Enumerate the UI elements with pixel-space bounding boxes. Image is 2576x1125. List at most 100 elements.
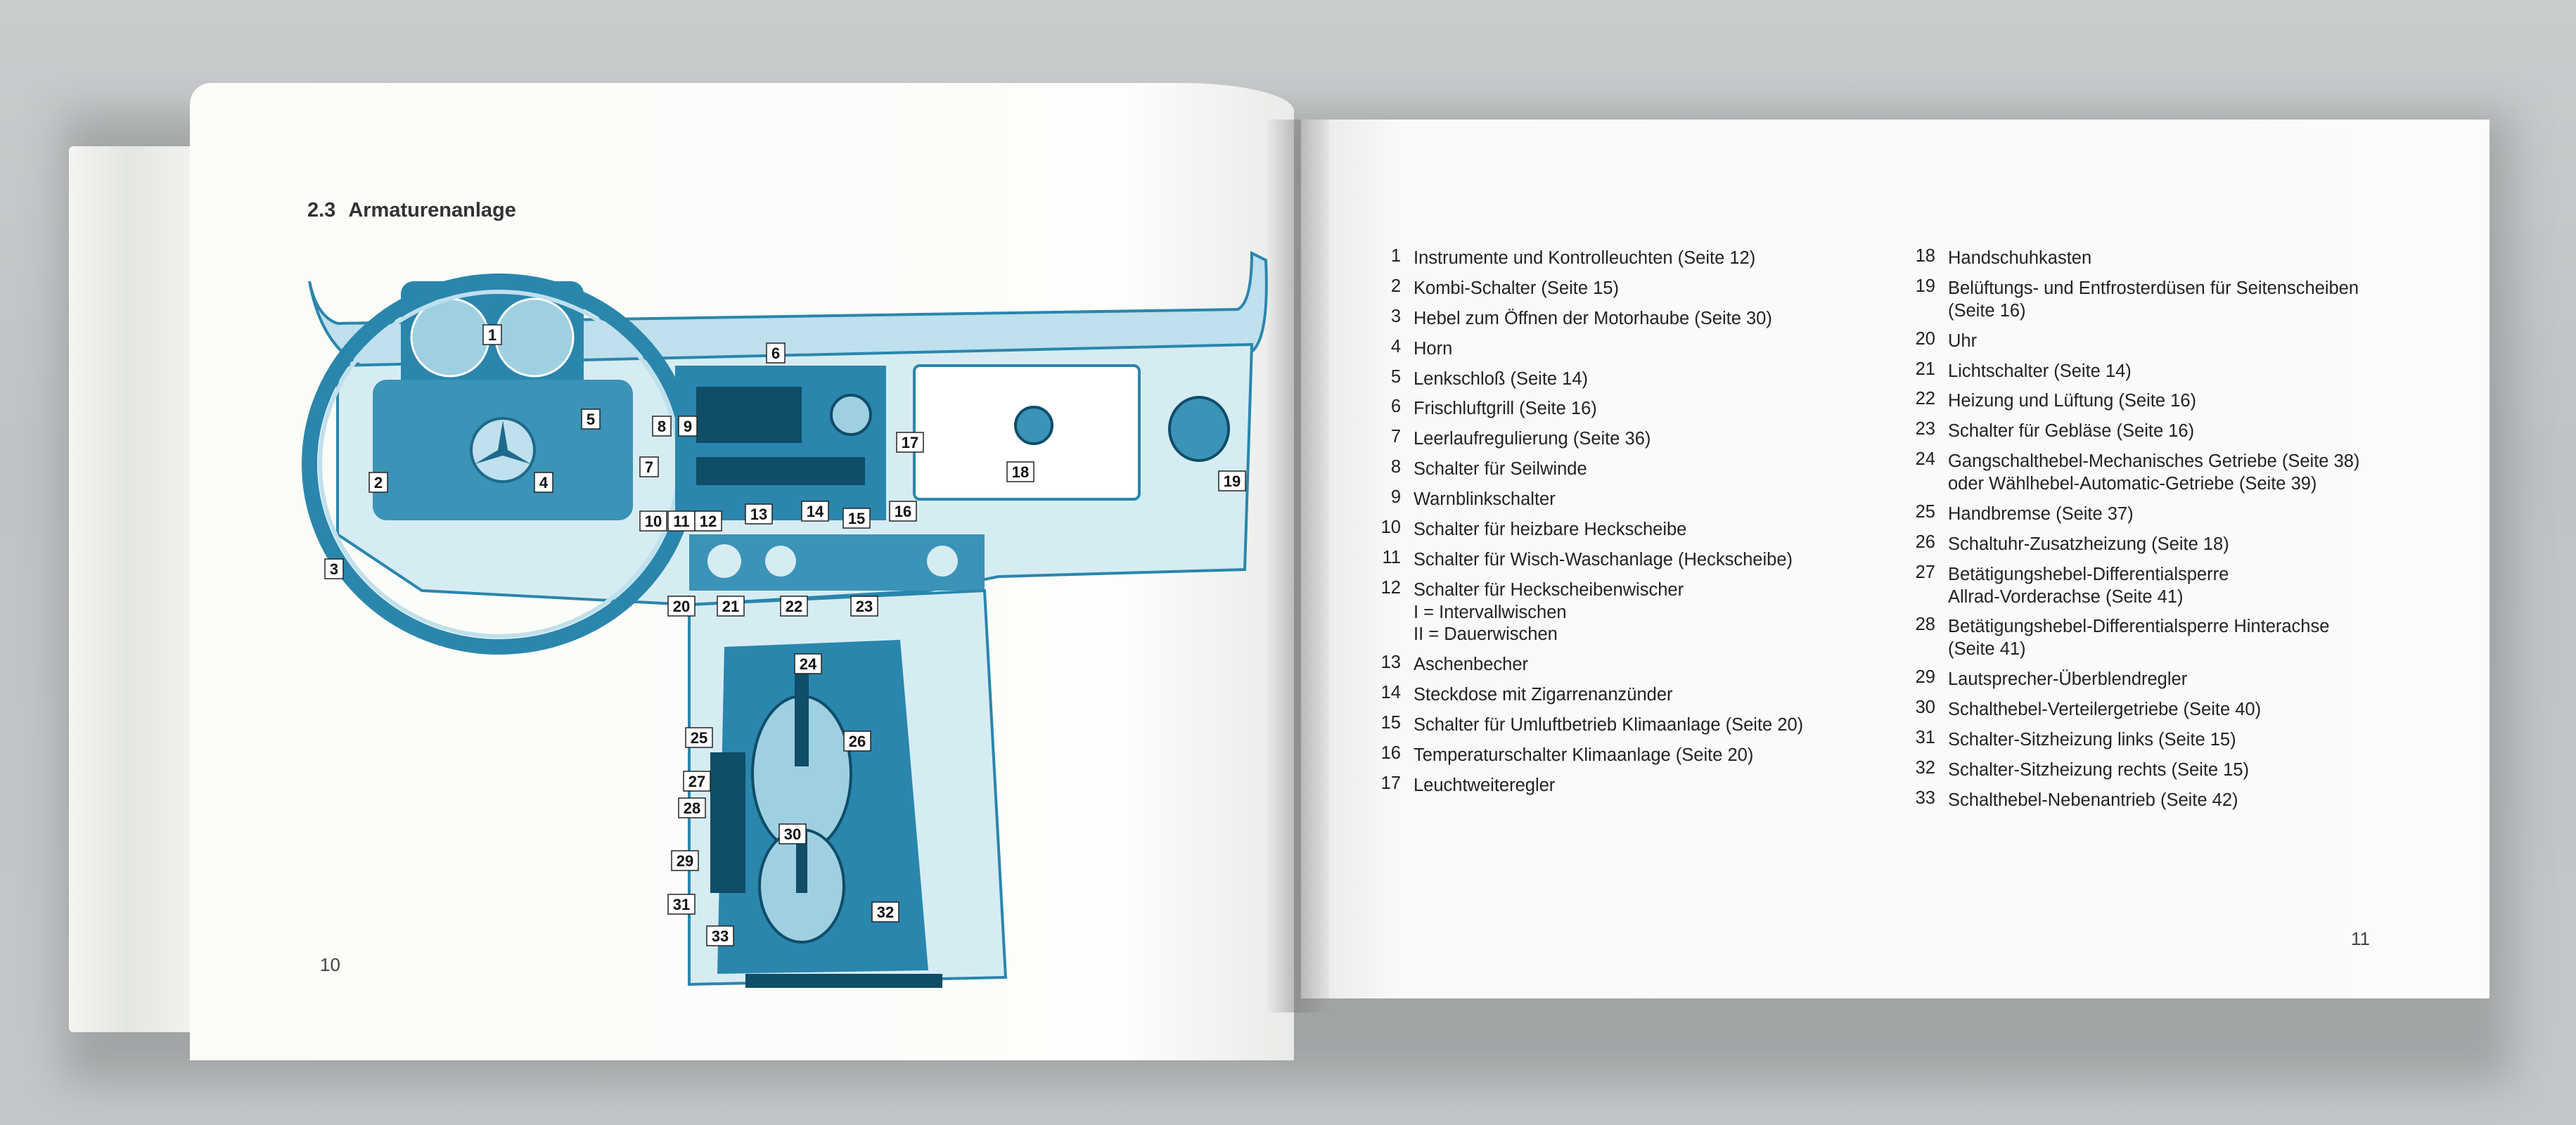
label-13: 13 xyxy=(750,506,767,523)
legend-item: 9 Warnblinkschalter xyxy=(1350,487,1885,511)
side-vent xyxy=(1168,396,1230,462)
legend-item: 7 Leerlaufregulierung (Seite 36) xyxy=(1350,428,1885,451)
label-16: 16 xyxy=(895,503,911,520)
label-19: 19 xyxy=(1224,472,1241,490)
legend-item-number: 33 xyxy=(1915,788,1935,808)
transfer-lever xyxy=(796,830,807,893)
legend-item-number: 9 xyxy=(1390,487,1401,507)
label-29: 29 xyxy=(677,852,693,870)
dashboard-illustration: 1 2 3 4 5 6 7 8 9 10 11 12 13 14 15 16 1… xyxy=(302,250,1268,988)
legend-item-text: Schalter für Gebläse (Seite 16) xyxy=(1948,421,2195,442)
legend-item-text: Schalter-Sitzheizung links (Seite 15) xyxy=(1948,729,2236,750)
glove-box-lock xyxy=(1014,406,1053,445)
legend-item-number: 29 xyxy=(1915,667,1935,688)
legend-item-text: Schalter für Seilwinde xyxy=(1414,459,1587,480)
legend-item-text: Heizung und Lüftung (Seite 16) xyxy=(1948,391,2196,411)
legend-item: 18 Handschuhkasten xyxy=(1885,246,2433,270)
legend-item-text: Schalter für Heckscheibenwischer I = Int… xyxy=(1414,579,1684,645)
legend-item: 21 Lichtschalter (Seite 14) xyxy=(1885,359,2433,383)
label-1: 1 xyxy=(488,326,496,344)
legend-item-text: Lautsprecher-Überblendregler xyxy=(1948,669,2188,690)
clock-dial xyxy=(707,544,741,578)
legend-item-text: Schalter für Wisch-Waschanlage (Hecksche… xyxy=(1414,549,1793,570)
legend-item-number: 14 xyxy=(1380,683,1401,703)
legend-item: 33 Schalthebel-Nebenantrieb (Seite 42) xyxy=(1885,788,2433,812)
legend-item-text: Uhr xyxy=(1948,330,1978,351)
label-30: 30 xyxy=(784,825,801,843)
label-8: 8 xyxy=(658,418,666,435)
legend-item-text: Belüftungs- und Entfrosterdüsen für Seit… xyxy=(1948,278,2359,321)
label-20: 20 xyxy=(673,598,690,615)
legend-item-number: 5 xyxy=(1390,366,1401,387)
legend-item: 25 Handbremse (Seite 37) xyxy=(1885,503,2433,526)
legend-item-text: Schalthebel-Nebenantrieb (Seite 42) xyxy=(1948,790,2238,810)
legend-item-number: 15 xyxy=(1380,713,1401,733)
headlight-range-knob xyxy=(830,394,872,436)
legend-item-number: 16 xyxy=(1380,742,1401,763)
label-6: 6 xyxy=(771,345,780,362)
legend-item-number: 13 xyxy=(1380,652,1401,673)
legend-item-text: Lenkschloß (Seite 14) xyxy=(1414,368,1589,389)
legend-item-text: Handschuhkasten xyxy=(1948,248,2092,268)
legend-item-text: Schalter für heizbare Heckscheibe xyxy=(1414,519,1687,539)
legend-item-number: 19 xyxy=(1915,276,1935,296)
callout-labels: 1 2 3 4 5 6 7 8 9 10 11 12 13 14 15 16 1… xyxy=(324,324,1246,946)
blower-knob xyxy=(927,546,958,577)
label-24: 24 xyxy=(800,655,817,673)
legend-item-number: 20 xyxy=(1915,328,1935,349)
label-22: 22 xyxy=(786,598,802,615)
label-7: 7 xyxy=(645,458,653,476)
legend-item-text: Schalthebel-Verteilergetriebe (Seite 40) xyxy=(1948,700,2262,719)
legend-item-text: Aschenbecher xyxy=(1414,655,1529,675)
label-25: 25 xyxy=(691,729,707,747)
legend-item-text: Horn xyxy=(1414,338,1453,359)
legend-item-text: Handbremse (Seite 37) xyxy=(1948,503,2134,524)
legend-item-number: 11 xyxy=(1382,547,1401,567)
label-3: 3 xyxy=(330,560,338,578)
speedometer-dial xyxy=(494,297,575,378)
page-number-right: 11 xyxy=(2351,928,2370,949)
legend-item-text: Leuchtweiteregler xyxy=(1414,775,1556,795)
legend-item-number: 21 xyxy=(1915,359,1935,379)
label-15: 15 xyxy=(848,510,865,527)
legend-item: 29 Lautsprecher-Überblendregler xyxy=(1885,667,2433,691)
legend-item-number: 7 xyxy=(1390,427,1401,447)
label-32: 32 xyxy=(877,904,894,921)
legend-item-text: Frischluftgrill (Seite 16) xyxy=(1414,399,1597,419)
legend-item-text: Warnblinkschalter xyxy=(1414,489,1556,509)
legend-item-text: Schalter für Umluftbetrieb Klimaanlage (… xyxy=(1414,715,1804,735)
legend-item-text: Schalter-Sitzheizung rechts (Seite 15) xyxy=(1948,759,2250,780)
label-26: 26 xyxy=(849,733,866,750)
label-27: 27 xyxy=(688,773,705,790)
legend-item-text: Gangschalthebel-Mechanisches Getriebe (S… xyxy=(1948,451,2360,494)
label-5: 5 xyxy=(587,411,595,428)
gear-lever xyxy=(795,654,809,766)
legend-item-number: 3 xyxy=(1390,306,1401,326)
legend-item-text: Leerlaufregulierung (Seite 36) xyxy=(1414,429,1651,449)
right-page xyxy=(1301,120,2490,998)
radio-display xyxy=(696,387,802,443)
legend-item-number: 18 xyxy=(1915,246,1935,266)
label-28: 28 xyxy=(684,799,700,817)
legend-item-number: 25 xyxy=(1915,501,1935,522)
label-33: 33 xyxy=(712,927,729,945)
legend-item-text: Lichtschalter (Seite 14) xyxy=(1948,361,2132,381)
legend-column-2: 18 Handschuhkasten 19 Belüftungs- und Entfr… xyxy=(1885,246,2433,820)
legend-item: 15 Schalter für Umluftbetrieb Klimaanlage… xyxy=(1350,714,1885,737)
legend-item-text: Temperaturschalter Klimaanlage (Seite 20… xyxy=(1414,745,1754,765)
legend-item: 20 Uhr xyxy=(1885,330,2433,353)
label-9: 9 xyxy=(684,418,692,435)
handbrake-lever xyxy=(710,752,745,893)
label-18: 18 xyxy=(1012,463,1029,481)
label-21: 21 xyxy=(722,598,739,615)
legend-item-text: Schaltuhr-Zusatzheizung (Seite 18) xyxy=(1948,534,2229,554)
page-number-left: 10 xyxy=(320,954,340,975)
